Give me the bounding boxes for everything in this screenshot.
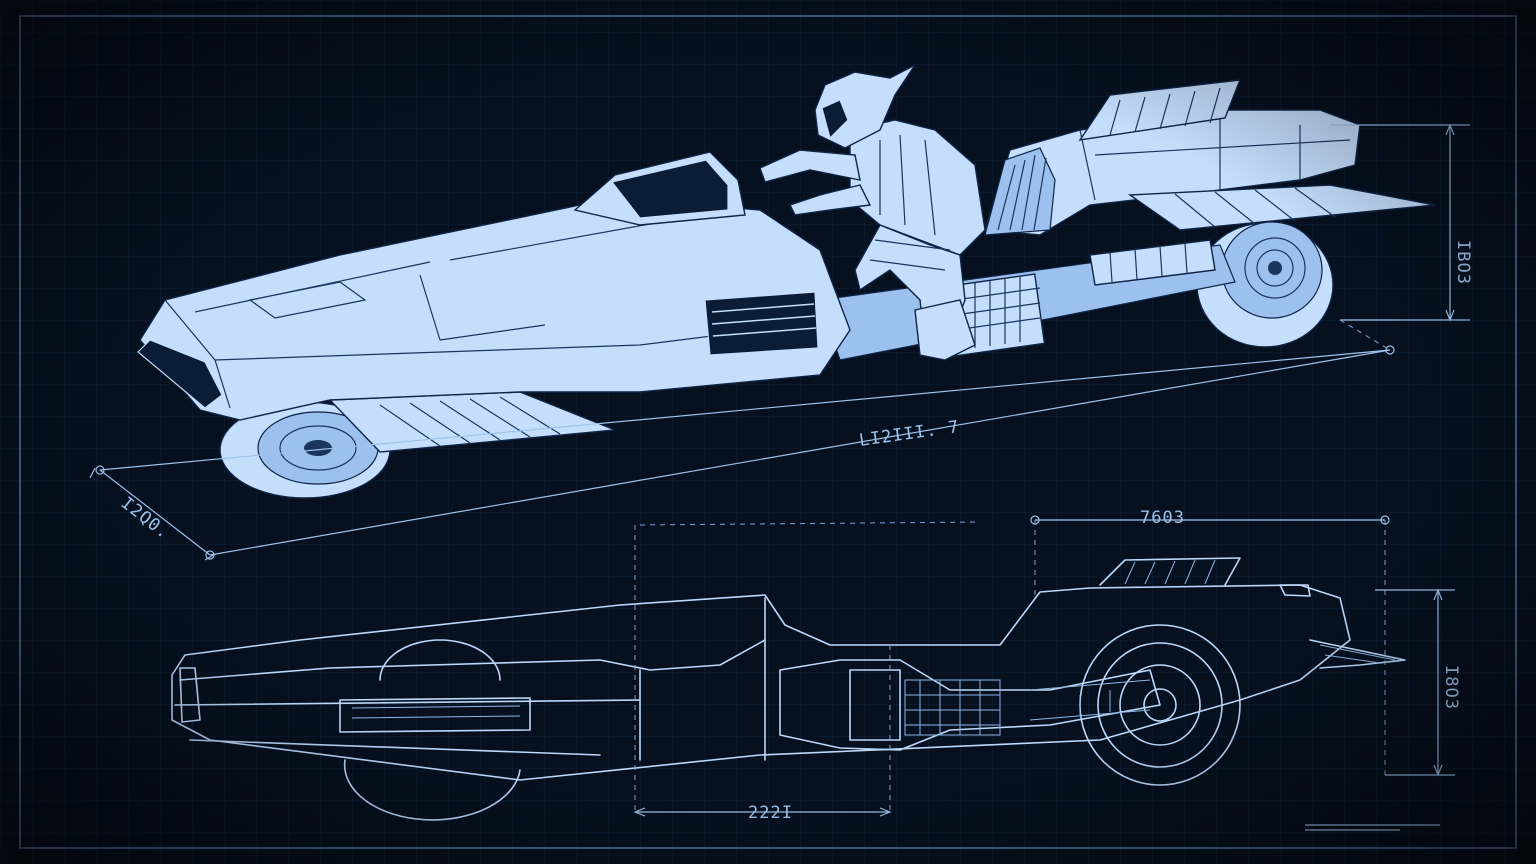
side-rear-height-label: I8O3 xyxy=(1441,665,1461,710)
side-rear-length-label: 7603 xyxy=(1140,508,1185,528)
side-mid-length-label: 222I xyxy=(748,803,793,823)
rear-height-label: IBO3 xyxy=(1453,240,1473,285)
